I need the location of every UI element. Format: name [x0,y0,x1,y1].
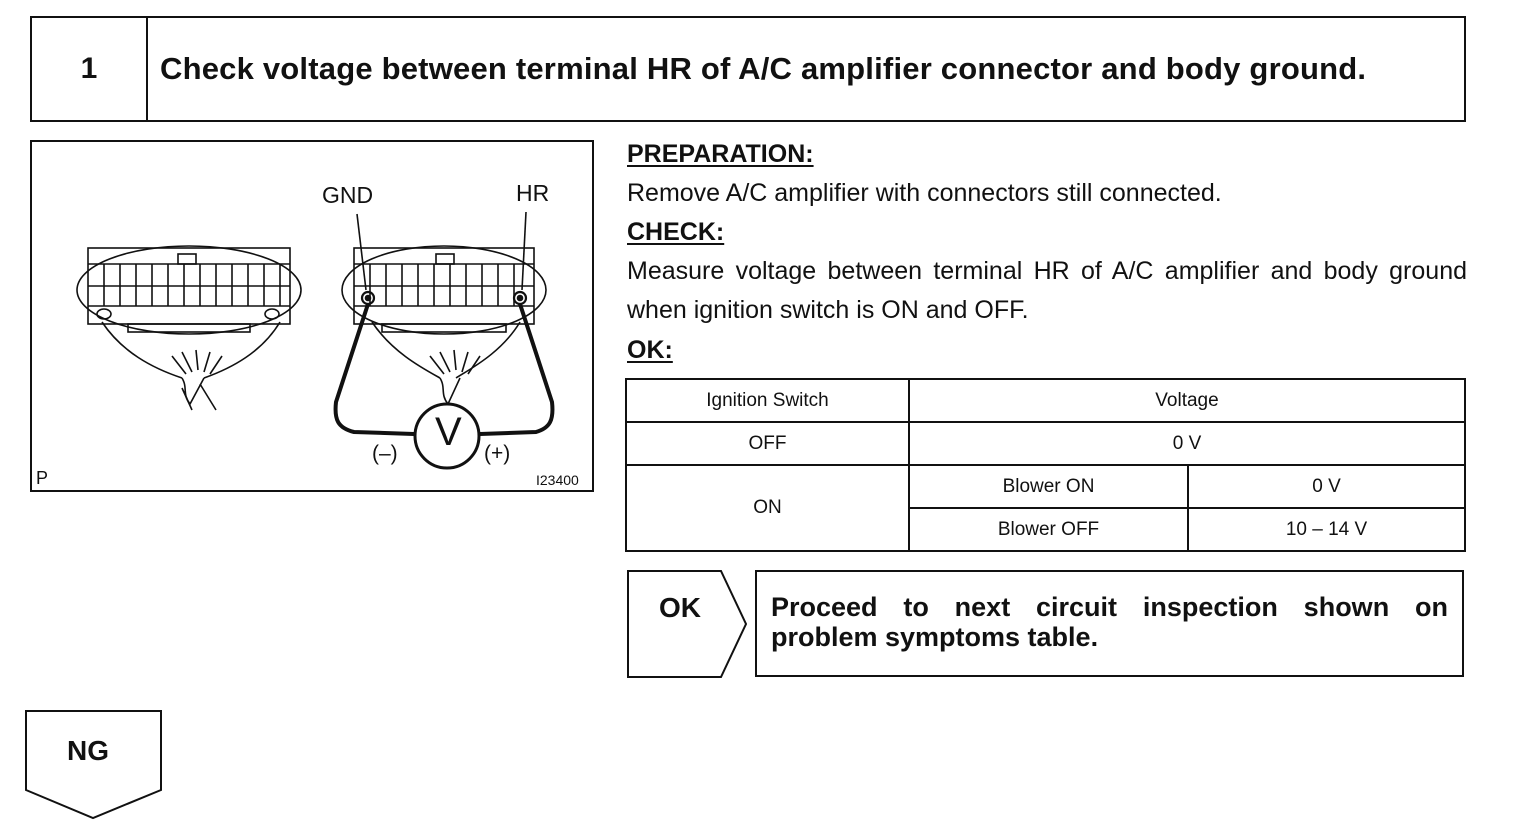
preparation-heading-text: PREPARATION: [627,140,814,168]
table-row: ON Blower ON 0 V [625,464,1466,552]
ng-tag-label: NG [67,735,109,766]
ok-heading-text: OK: [627,336,673,364]
table-row: Blower OFF 10 – 14 V [626,507,1466,552]
table-row: OFF 0 V [625,421,1466,466]
row-off-label: OFF [625,421,910,466]
right-connector [341,211,547,406]
check-text: Measure voltage between terminal HR of A… [627,257,1467,324]
gnd-label: GND [322,182,374,208]
blower-on-label: Blower ON [908,464,1189,509]
left-connector [76,245,302,411]
col-voltage: Voltage [908,378,1466,423]
blower-on-value: 0 V [1187,464,1466,509]
step-number: 1 [32,18,148,120]
ok-result-tag: OK [627,570,748,678]
col-ignition-switch: Ignition Switch [625,378,910,423]
connector-drawing [76,211,555,470]
plus-probe-label: (+) [484,442,511,465]
voltmeter-circuit [333,303,555,470]
ok-tag-label: OK [659,592,701,623]
figure-id: I23400 [536,472,579,488]
step-title: Check voltage between terminal HR of A/C… [160,51,1367,86]
row-on-label: ON [625,464,910,552]
blower-off-value: 10 – 14 V [1187,507,1466,552]
connector-illustration: GND HR V (–) (+) P I23400 [30,140,594,492]
figure-corner-code: P [36,468,49,488]
preparation-text: Remove A/C amplifier with connectors sti… [627,179,1222,207]
check-heading: CHECK: [627,213,1467,252]
ng-arrow-shape [25,710,162,820]
ok-arrow-shape [627,570,748,678]
minus-probe-label: (–) [372,442,398,465]
blower-off-label: Blower OFF [908,507,1189,552]
table-header-row: Ignition Switch Voltage [625,378,1466,423]
preparation-heading: PREPARATION: [627,135,1467,174]
row-off-value: 0 V [908,421,1466,466]
ok-heading: OK: [627,331,1467,370]
ng-result-tag: NG [25,710,165,820]
ok-result-text: Proceed to next circuit inspection shown… [755,570,1464,677]
voltage-spec-table: Ignition Switch Voltage OFF 0 V ON Blowe… [625,378,1466,552]
voltmeter-icon: V [435,410,462,454]
step-header: 1 Check voltage between terminal HR of A… [30,16,1466,122]
check-heading-text: CHECK: [627,218,725,246]
hr-label: HR [516,180,550,206]
